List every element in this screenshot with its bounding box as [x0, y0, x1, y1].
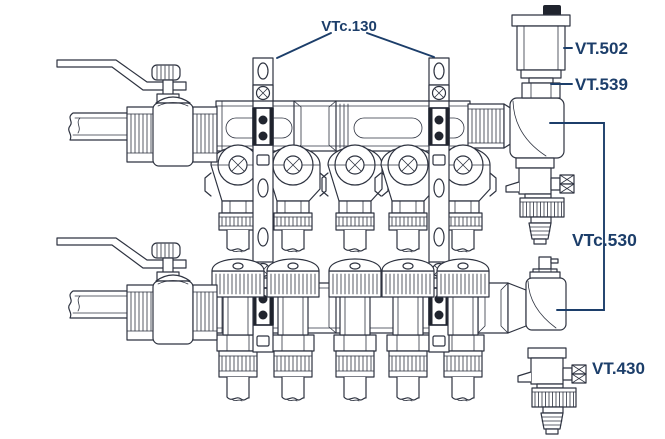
air-vent — [511, 5, 571, 99]
check-nut — [521, 82, 561, 99]
compression-fitting — [271, 334, 315, 402]
vent-cap — [538, 256, 552, 270]
label-manifold-assembly: VTc.530 — [572, 230, 637, 250]
drain-valve-bottom — [517, 347, 587, 435]
leader-vtc130-left — [276, 32, 332, 59]
top-outlet-valves — [204, 144, 497, 253]
end-tee-top — [467, 97, 565, 159]
mounting-bracket-right — [428, 57, 450, 353]
label-check-nut: VT.539 — [575, 75, 628, 94]
compression-fitting — [386, 334, 430, 402]
outlet-valve — [321, 144, 389, 253]
leader-vtc130-right — [366, 32, 435, 58]
label-air-vent: VT.502 — [575, 39, 628, 58]
end-tee-bottom — [477, 256, 567, 334]
label-mounting-bracket: VTc.130 — [321, 18, 377, 35]
ball-valve-bottom — [56, 237, 218, 345]
part-labels: VTc.130 VT.502 VT.539 VTc.530 VT.430 — [321, 18, 645, 378]
drain-valve-top — [505, 157, 575, 245]
bottom-knob-valves — [211, 258, 490, 336]
leader-vtc530-bracket — [549, 122, 605, 311]
label-drain-valve: VT.430 — [592, 359, 645, 378]
ball-valve-top — [56, 59, 218, 167]
compression-fitting — [333, 334, 377, 402]
leader-lines — [276, 32, 605, 311]
mounting-bracket-left — [252, 57, 274, 353]
